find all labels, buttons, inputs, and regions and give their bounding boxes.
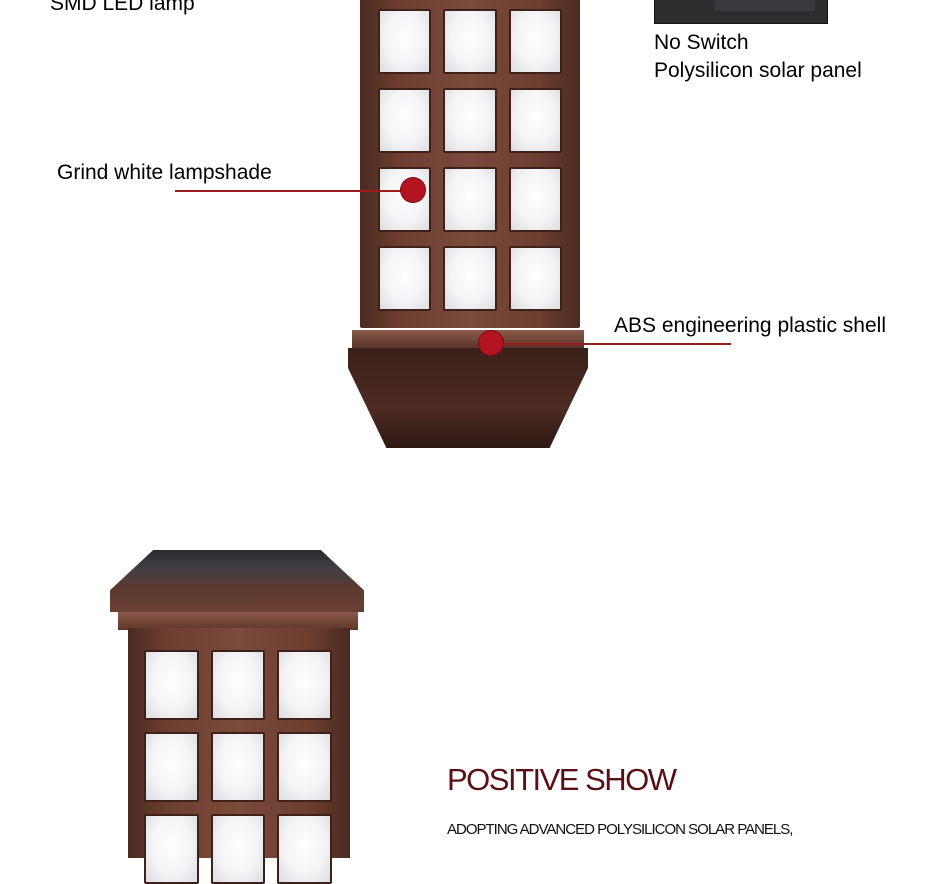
lamp-pane [144, 732, 199, 802]
lampshade-label: Grind white lampshade [57, 161, 272, 184]
lamp-pane [443, 167, 497, 232]
no-switch-label: No Switch [654, 31, 749, 54]
upper-lamp-ledge [352, 330, 584, 348]
smd-led-label: SMD LED lamp [50, 0, 195, 15]
lamp-pane [144, 814, 199, 884]
lamp-pane [210, 732, 266, 802]
lamp-pane [508, 167, 562, 232]
solar-panel-label: Polysilicon solar panel [654, 59, 862, 82]
lower-lamp-window-grid [138, 650, 338, 884]
lamp-pane [443, 246, 497, 311]
lampshade-leader-line [175, 190, 413, 192]
shell-leader-line [491, 343, 731, 345]
lamp-pane [144, 650, 199, 720]
section-title: POSITIVE SHOW [447, 762, 677, 797]
lower-lamp-solar-cap [110, 550, 364, 612]
section-subtitle: ADOPTING ADVANCED POLYSILICON SOLAR PANE… [447, 821, 793, 838]
lamp-pane [277, 650, 332, 720]
lamp-pane [443, 88, 497, 153]
lamp-pane [378, 246, 432, 311]
lamp-pane [378, 167, 432, 232]
lamp-pane [508, 9, 562, 74]
lamp-pane [508, 88, 562, 153]
lampshade-marker-dot [401, 178, 425, 202]
lamp-pane [277, 814, 332, 884]
lamp-pane [210, 650, 266, 720]
lamp-pane [443, 9, 497, 74]
shell-label: ABS engineering plastic shell [614, 314, 886, 337]
upper-lamp-window-grid [370, 5, 570, 315]
shell-marker-dot [479, 331, 503, 355]
lower-lamp-cap-band [118, 612, 358, 630]
lamp-pane [378, 9, 432, 74]
lamp-pane [508, 246, 562, 311]
solar-panel-image [654, 0, 828, 24]
lamp-pane [210, 814, 266, 884]
lamp-pane [277, 732, 332, 802]
lamp-pane [378, 88, 432, 153]
upper-lamp-base [348, 348, 588, 448]
